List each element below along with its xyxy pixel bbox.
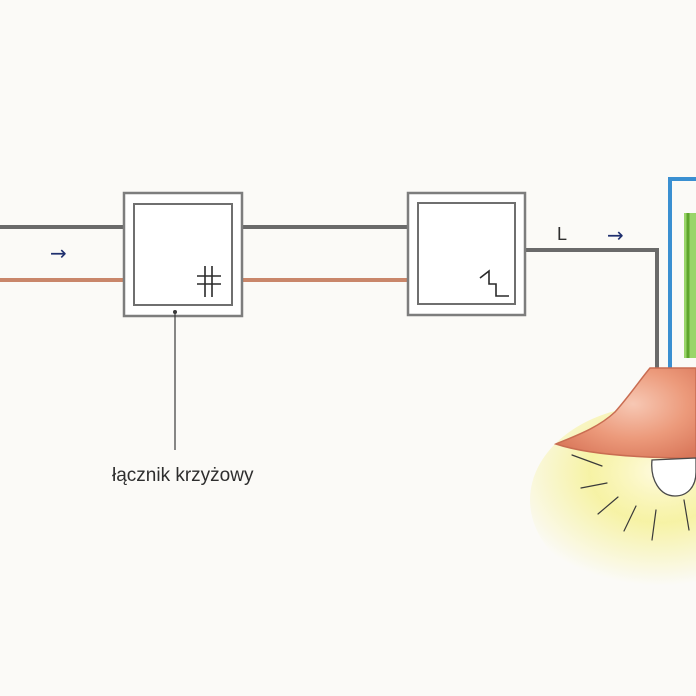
light-rays [571,454,690,541]
wire-green-band [684,213,696,358]
stair-step-icon [479,269,509,297]
cross-switch-pointer-dot [173,310,177,314]
lamp-shade [553,367,696,459]
wire-blue [668,177,696,368]
stair-switch [406,191,527,317]
line-conductor-label: L [557,224,567,244]
cross-switch [122,191,244,318]
right-arrow-icon: → [607,223,624,247]
left-arrow-icon: → [50,241,67,265]
cross-switch-label: łącznik krzyżowy [112,465,254,486]
cross-switch-inner-frame [133,203,233,306]
ceiling-lamp-icon [530,367,696,595]
stair-switch-inner-frame [417,202,516,305]
hash-icon [197,266,221,297]
wire-line-L [525,248,659,368]
